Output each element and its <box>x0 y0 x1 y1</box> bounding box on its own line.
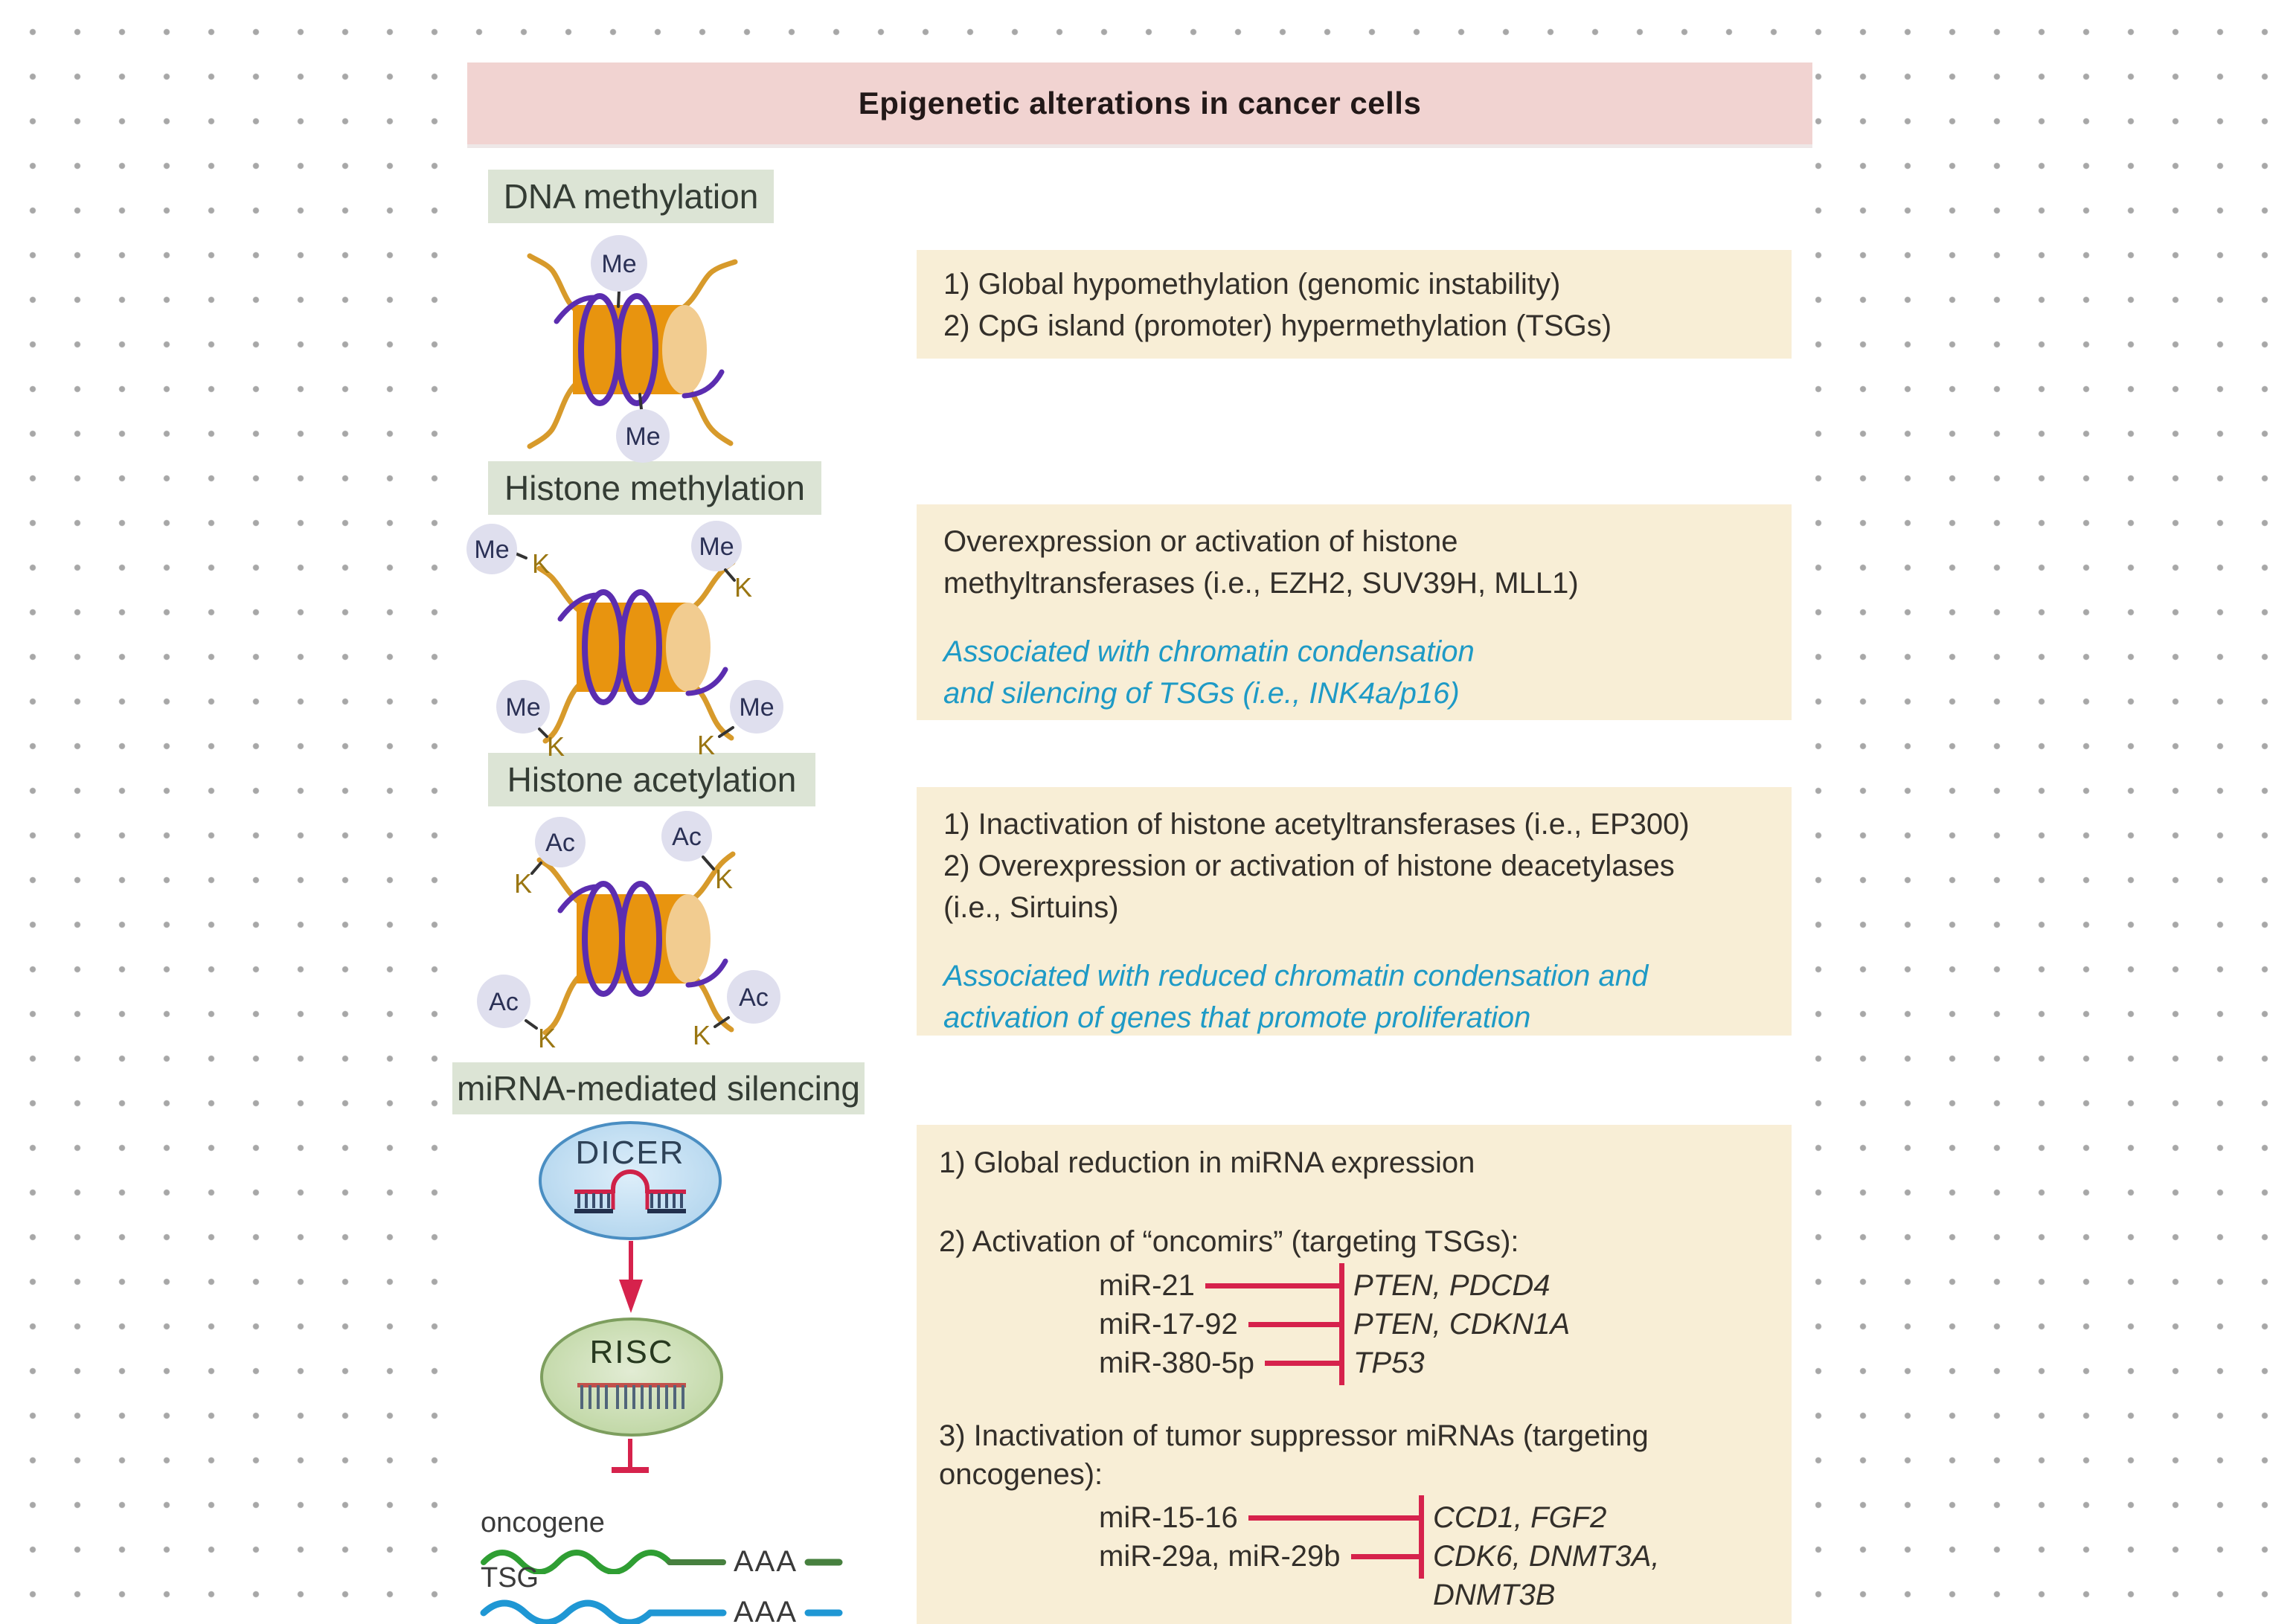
methyl-mark-circle <box>730 680 783 734</box>
inhibition-bar-icon <box>1339 1263 1344 1308</box>
lysine-label: K <box>547 731 565 762</box>
inhibition-bar-icon <box>1419 1534 1424 1579</box>
nucleosome-histone-methylation-icon: K Me Me K Me K Me K <box>466 521 783 762</box>
dna-methylation-points: 1) Global hypomethylation (genomic insta… <box>943 268 1612 342</box>
inhibition-line-icon <box>1205 1283 1339 1288</box>
text-box-histone-acetylation: 1) Inactivation of histone acetyltransfe… <box>917 787 1792 1036</box>
methyl-mark-label: Me <box>699 533 734 561</box>
section-label-histone-acetylation: Histone acetylation <box>488 753 815 806</box>
mirna-point-3: 3) Inactivation of tumor suppressor miRN… <box>939 1419 1649 1491</box>
oncomir-row: miR-380-5p TP53 <box>1099 1341 1792 1385</box>
mirna-guide-strand-icon <box>577 1383 686 1409</box>
methyl-mark-circle <box>496 680 550 734</box>
lysine-label: K <box>734 572 752 603</box>
methyl-mark-label: Me <box>505 693 540 722</box>
histone-acetylation-points: 1) Inactivation of histone acetyltransfe… <box>943 808 1690 924</box>
dicer-label: DICER <box>576 1134 685 1171</box>
mirna-point-2: 2) Activation of “oncomirs” (targeting T… <box>939 1225 1519 1258</box>
lysine-label: K <box>514 868 532 899</box>
inhibition-line-icon <box>1248 1321 1339 1327</box>
methyl-mark-circle <box>691 521 742 571</box>
acetyl-mark-label: Ac <box>489 988 519 1016</box>
methyl-mark-label: Me <box>739 693 774 722</box>
target-genes: CCD1, FGF2 <box>1433 1501 1607 1534</box>
polya-label: AAA <box>734 1545 798 1574</box>
figure-title: Epigenetic alterations in cancer cells <box>858 86 1422 121</box>
inhibition-bar-icon <box>1419 1495 1424 1540</box>
mirna-name: miR-380-5p <box>1099 1347 1254 1379</box>
acetyl-mark-label: Ac <box>545 829 575 857</box>
acetyl-mark-circle <box>661 811 712 861</box>
risc-ellipse-icon: RISC <box>540 1318 723 1437</box>
inhibition-bar-icon <box>1339 1341 1344 1385</box>
histone-acetylation-note: Associated with reduced chromatin conden… <box>943 960 1649 1034</box>
lysine-label: K <box>715 864 733 894</box>
histone-methylation-note: Associated with chromatin condensation a… <box>943 635 1475 710</box>
inhibition-bar-icon <box>1339 1302 1344 1347</box>
lysine-label: K <box>697 730 715 760</box>
methyl-mark-label: Me <box>601 250 636 278</box>
text-box-histone-methylation: Overexpression or activation of histone … <box>917 504 1792 720</box>
oncomir-row: miR-21 PTEN, PDCD4 <box>1099 1263 1792 1308</box>
inhibition-line-icon <box>1350 1553 1419 1559</box>
methyl-mark-label: Me <box>474 536 509 564</box>
ts-mirna-row: miR-15-16 CCD1, FGF2 <box>1099 1495 1792 1540</box>
nucleosome-dna-methylation-icon: Me Me <box>527 235 738 463</box>
oncomir-row: miR-17-92 PTEN, CDKN1A <box>1099 1302 1792 1347</box>
inhibition-line-icon <box>1264 1360 1339 1366</box>
mirna-point-1: 1) Global reduction in miRNA expression <box>939 1146 1475 1179</box>
target-genes: PTEN, PDCD4 <box>1353 1269 1551 1302</box>
methyl-mark-circle <box>466 524 517 574</box>
risc-label: RISC <box>589 1334 673 1370</box>
mirna-name: miR-15-16 <box>1099 1501 1238 1534</box>
text-box-dna-methylation: 1) Global hypomethylation (genomic insta… <box>917 250 1792 359</box>
mirna-name: miR-29a, miR-29b <box>1099 1540 1341 1573</box>
acetyl-mark-circle <box>477 975 530 1028</box>
mirna-name: miR-17-92 <box>1099 1308 1238 1341</box>
methyl-mark-label: Me <box>625 423 660 451</box>
lysine-label: K <box>532 548 550 579</box>
figure-title-banner: Epigenetic alterations in cancer cells <box>467 62 1812 144</box>
acetyl-mark-circle <box>727 970 780 1024</box>
pre-mirna-hairpin-icon <box>574 1169 686 1213</box>
target-genes: CDK6, DNMT3A, <box>1433 1540 1660 1573</box>
methyl-mark-circle <box>591 235 647 292</box>
section-label-mirna-silencing: miRNA-mediated silencing <box>452 1062 865 1114</box>
polya-label: AAA <box>734 1596 798 1624</box>
oncogene-label: oncogene <box>481 1507 605 1538</box>
ts-mirna-row: miR-29a, miR-29b CDK6, DNMT3A, <box>1099 1534 1792 1579</box>
tsg-label: TSG <box>481 1562 539 1593</box>
inhibition-line-icon <box>1248 1515 1419 1521</box>
t-bar-inhibition-icon <box>612 1439 649 1473</box>
text-box-mirna-silencing: 1) Global reduction in miRNA expression … <box>917 1125 1792 1624</box>
down-arrow-icon <box>619 1241 643 1313</box>
lysine-label: K <box>538 1023 556 1053</box>
section-label-dna-methylation: DNA methylation <box>488 170 774 223</box>
dicer-ellipse-icon: DICER <box>539 1121 722 1240</box>
histone-methylation-points: Overexpression or activation of histone … <box>943 525 1579 600</box>
nucleosome-histone-acetylation-icon: K Ac Ac K Ac K Ac K <box>477 811 780 1053</box>
oncogene-mrna-icon: AAA <box>481 1545 843 1574</box>
acetyl-mark-label: Ac <box>672 823 702 851</box>
methyl-mark-circle <box>616 409 670 463</box>
acetyl-mark-label: Ac <box>739 983 769 1012</box>
acetyl-mark-circle <box>535 817 586 867</box>
target-genes-continued: DNMT3B <box>1433 1579 1556 1611</box>
target-genes: TP53 <box>1353 1347 1425 1379</box>
lysine-label: K <box>693 1020 711 1050</box>
mirna-name: miR-21 <box>1099 1269 1195 1302</box>
tsg-mrna-icon: AAA <box>480 1596 843 1624</box>
target-genes: PTEN, CDKN1A <box>1353 1308 1571 1341</box>
section-label-histone-methylation: Histone methylation <box>488 461 821 515</box>
